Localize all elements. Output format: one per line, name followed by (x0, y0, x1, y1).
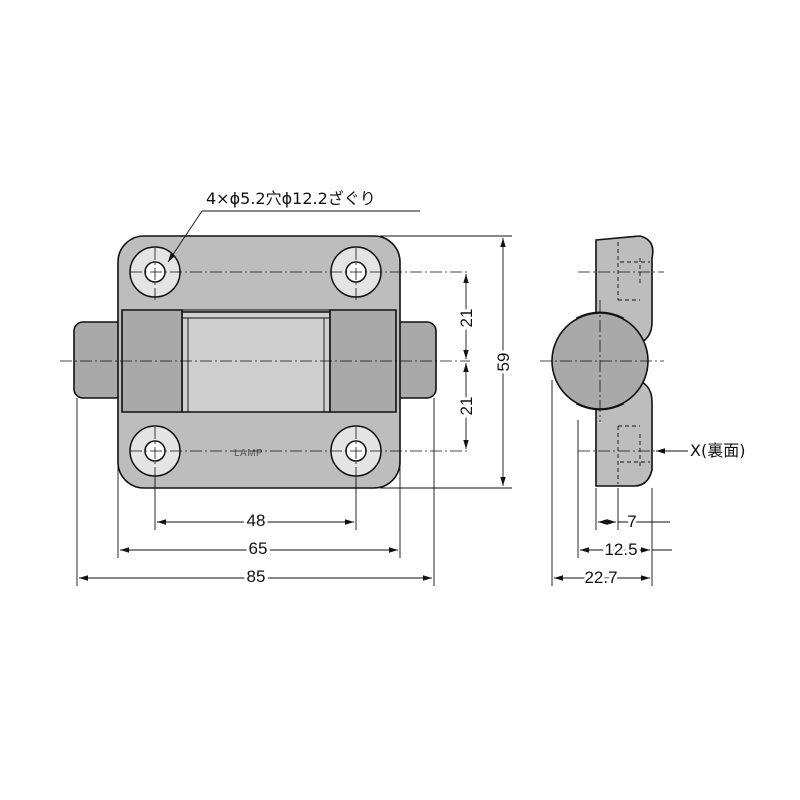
dim-65: 65 (249, 539, 268, 558)
horizontal-dimensions: 48 65 85 (76, 398, 435, 589)
hole-spec-label: 4×ϕ5.2穴ϕ12.2ざぐり (206, 189, 376, 208)
side-dimensions: 7 12.5 22.7 (551, 380, 672, 590)
left-knuckle (73, 321, 125, 399)
side-view (540, 235, 664, 487)
face-note-label: X(裏面) (690, 441, 745, 460)
hole-callout: 4×ϕ5.2穴ϕ12.2ざぐり (167, 189, 420, 263)
brand-mark: LAMP (234, 448, 263, 459)
dim-22-7: 22.7 (584, 568, 617, 587)
face-note: X(裏面) (656, 441, 745, 460)
dim-12-5: 12.5 (604, 540, 637, 559)
front-view: LAMP (60, 235, 470, 489)
dim-85: 85 (247, 567, 266, 586)
center-leaf (181, 311, 331, 413)
dim-7: 7 (627, 512, 636, 531)
dim-59: 59 (494, 353, 513, 372)
dim-48: 48 (247, 511, 266, 530)
vertical-dimensions: 21 21 59 (380, 235, 516, 489)
dim-21-upper: 21 (457, 309, 476, 328)
dim-21-lower: 21 (457, 397, 476, 416)
